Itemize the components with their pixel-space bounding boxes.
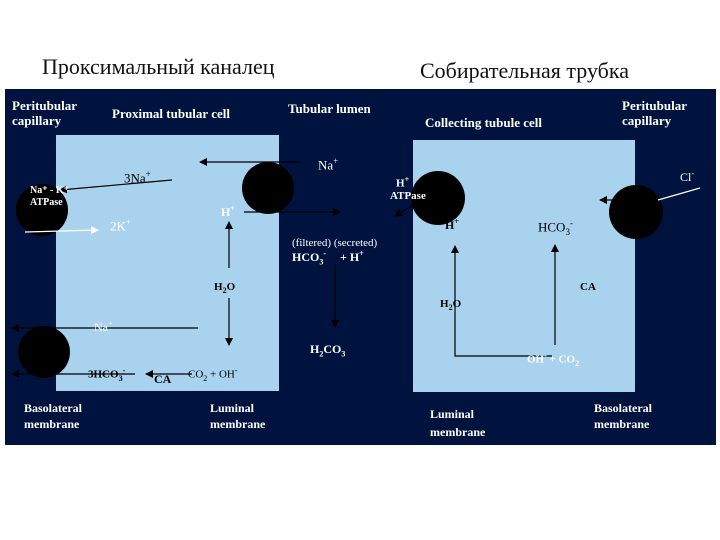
h2co3-label: H2CO3 [310, 342, 346, 359]
na-k-atpase-label-2: ATPase [30, 197, 63, 208]
luminal-membrane-label-right: membrane [430, 425, 486, 439]
peritubular-label-left: Peritubular [12, 98, 77, 113]
capillary-label-right: capillary [622, 113, 672, 128]
h-atpase-pump [411, 171, 465, 225]
na-lumen-label: Na+ [318, 156, 339, 173]
title-proximal-tubule: Проксимальный каналец [42, 54, 275, 79]
cl-hco3-exchanger [609, 185, 663, 239]
oh-co2-label: OH- + CO2 [527, 351, 580, 368]
arrow-h2o-to-h [451, 245, 552, 357]
h-atpase-label: H+ [396, 175, 410, 190]
peritubular-label-right: Peritubular [622, 98, 687, 113]
collecting-cell-label: Collecting tubule cell [425, 115, 542, 130]
membrane-label-left: membrane [24, 417, 80, 431]
basolateral-label-left: Basolateral [24, 401, 82, 415]
na-k-atpase-pump [16, 184, 68, 236]
three-na-label: 3Na+ [124, 169, 151, 186]
h2o-left-label: H2O [214, 281, 236, 296]
plus-h-label: + H+ [340, 249, 364, 264]
ca-left-label: CA [154, 372, 172, 386]
hco3-right-label: HCO3- [538, 218, 573, 237]
h-right-label: H+ [445, 217, 459, 232]
arrow-cl-in [657, 187, 701, 201]
co2-oh-label: CO2 + OH- [188, 366, 238, 383]
na-left-label: Na+ [94, 319, 113, 334]
title-collecting-duct: Собирательная трубка [420, 58, 629, 83]
three-hco3-label: 3HCO3- [88, 366, 126, 383]
luminal-label-right: Luminal [430, 407, 475, 421]
na-k-atpase-label: Na⁺ - K⁺ [30, 185, 69, 196]
cl-label: Cl- [680, 169, 695, 184]
ca-right-label: CA [580, 281, 596, 293]
capillary-label-left: capillary [12, 113, 62, 128]
hco3-transporter [18, 326, 70, 378]
basolateral-label-right: Basolateral [594, 401, 652, 415]
h-atpase-label-2: ATPase [390, 190, 426, 202]
filtered-secreted-label: (filtered) (secreted) [292, 237, 378, 249]
arrow-h-atpase-out [394, 197, 426, 217]
proximal-cell-label: Proximal tubular cell [112, 106, 230, 121]
luminal-membrane-label-left: membrane [210, 417, 266, 431]
two-k-label: 2K+ [110, 217, 131, 234]
luminal-label-left: Luminal [210, 401, 255, 415]
membrane-label-right: membrane [594, 417, 650, 431]
arrow-2k-in [24, 226, 99, 235]
tubular-lumen-label: Tubular lumen [288, 101, 371, 116]
h2o-right-label: H2O [440, 298, 462, 313]
na-h-exchanger [242, 162, 294, 214]
hco3-lumen-label: HCO3- [292, 249, 327, 267]
h-left-label: H+ [221, 204, 235, 219]
arrow-3na-out [59, 179, 173, 194]
proximal-tubular-cell [56, 135, 279, 391]
